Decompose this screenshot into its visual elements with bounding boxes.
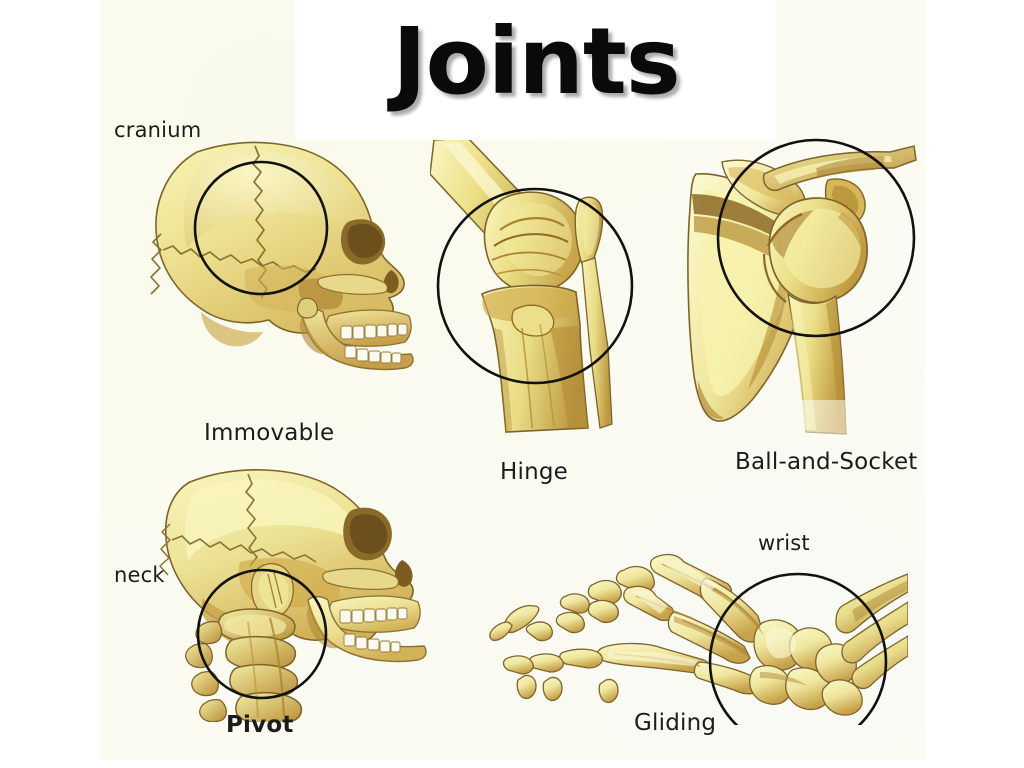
callout-label-cranium: cranium [114, 118, 202, 142]
joint-highlight-circle [716, 138, 916, 338]
caption-ball-and-socket: Ball-and-Socket [735, 449, 918, 475]
callout-label-neck: neck [114, 563, 165, 587]
title-banner-background [295, 0, 777, 140]
caption-gliding: Gliding [634, 710, 717, 736]
figure-immovable-skull [105, 130, 425, 410]
figure-gliding-wrist [478, 540, 908, 725]
page-title: Joints [392, 8, 680, 115]
caption-immovable: Immovable [204, 420, 335, 446]
figure-hinge-knee [430, 138, 660, 438]
figure-ball-and-socket-shoulder [668, 128, 918, 440]
joint-highlight-circle [196, 568, 328, 700]
figure-pivot-cervical [140, 462, 450, 722]
joint-highlight-circle [193, 160, 329, 296]
caption-hinge: Hinge [500, 459, 569, 485]
caption-pivot: Pivot [226, 712, 294, 738]
joint-highlight-circle [708, 572, 888, 725]
joint-highlight-circle [436, 187, 634, 385]
callout-label-wrist: wrist [758, 531, 810, 555]
